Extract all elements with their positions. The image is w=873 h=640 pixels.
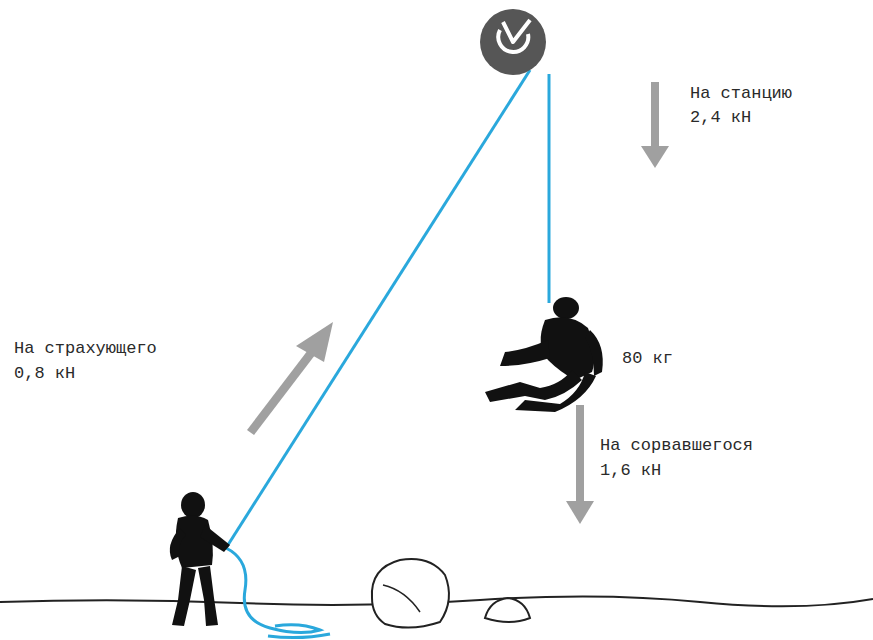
anchor-station — [480, 9, 546, 75]
force-label: На станцию — [690, 84, 792, 104]
force-value: 2,4 кН — [690, 108, 751, 128]
rope — [548, 74, 551, 303]
force-value: 1,6 кН — [600, 461, 661, 481]
rock — [485, 598, 530, 622]
climber-silhouette — [485, 297, 603, 412]
rope-pile — [226, 548, 320, 633]
force-label: На сорвавшегося — [600, 436, 753, 456]
anchor-hook — [503, 20, 530, 42]
rope — [226, 70, 530, 548]
mass-label: 80 кг — [622, 349, 673, 369]
belayer-silhouette — [170, 492, 230, 626]
force-arrow — [247, 322, 333, 435]
force-arrow — [641, 82, 669, 168]
force-label: На страхующего — [14, 339, 157, 359]
rock-detail — [383, 585, 420, 612]
force-value: 0,8 кН — [14, 364, 75, 384]
rock — [372, 559, 449, 628]
force-arrow — [566, 405, 594, 524]
rope-pile — [268, 634, 330, 638]
